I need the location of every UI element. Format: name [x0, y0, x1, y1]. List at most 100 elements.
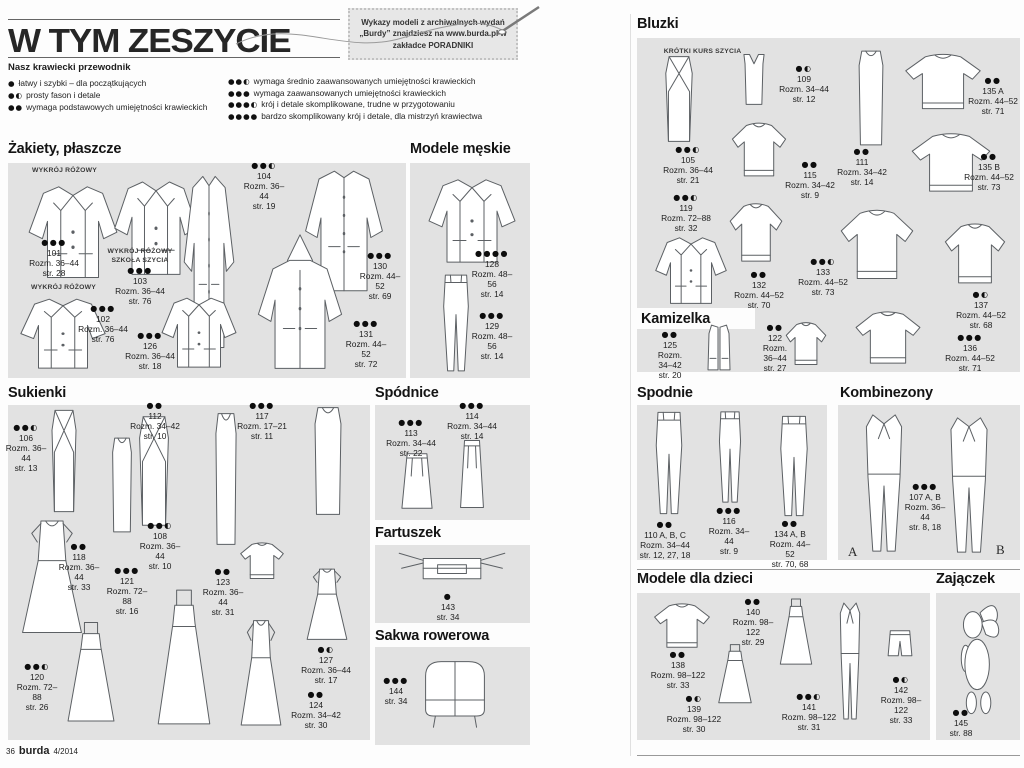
difficulty-dots: ●◐: [685, 694, 703, 703]
pattern-page: str. 30: [682, 723, 706, 734]
pattern-number: 112: [148, 410, 162, 421]
right-section-rule: [637, 569, 1020, 570]
legend-row: ●●●●bardzo skomplikowany krój i detale, …: [228, 111, 482, 121]
section-panel-spodnice: [375, 405, 530, 520]
difficulty-dots: ●●: [146, 401, 164, 410]
pattern-number: 126: [143, 340, 157, 351]
difficulty-dots: ●●◐: [673, 193, 699, 202]
pattern-size: Rozm. 98–122: [781, 711, 837, 722]
difficulty-dots: ●◐: [972, 290, 990, 299]
section-title-fartuszek: Fartuszek: [375, 525, 441, 541]
difficulty-dots: ●●●: [367, 251, 393, 260]
pattern-page: str. 31: [211, 606, 235, 617]
section-title-spodnice: Spódnice: [375, 385, 439, 401]
pattern-number: 138: [671, 659, 685, 670]
pattern-size: Rozm. 36–44: [301, 664, 351, 675]
section-title-kombinezony: Kombinezony: [840, 385, 933, 401]
pattern-page: str. 70: [747, 299, 771, 310]
pattern-page: str. 21: [676, 174, 700, 185]
difficulty-dots: ●●: [781, 519, 799, 528]
pattern-number: 116: [722, 515, 736, 526]
difficulty-dots: ●●●: [137, 331, 163, 340]
pattern-label: KRÓTKI KURS SZYCIA: [663, 48, 742, 55]
difficulty-dots: ●●●: [459, 401, 485, 410]
pattern-number: 142: [894, 684, 908, 695]
pattern-size: Rozm. 44–52: [964, 171, 1014, 182]
difficulty-dots: ●●: [307, 690, 325, 699]
pattern-size: Rozm. 34–42: [130, 420, 180, 431]
difficulty-dots: ●◐: [8, 91, 24, 100]
title-rule-bottom: [8, 57, 340, 58]
difficulty-dots: ●●: [952, 708, 970, 717]
pattern-size: Rozm. 44–52: [798, 276, 848, 287]
difficulty-dots: ●●◐: [796, 692, 822, 701]
section-title-meskie: Modele męskie: [410, 141, 511, 157]
section-title-kamizelka: Kamizelka: [641, 311, 711, 327]
pattern-size: Rozm. 34–44: [708, 525, 750, 546]
pattern-number: 111: [855, 156, 869, 167]
pattern-label: WYKRÓJ RÓŻOWY: [31, 284, 96, 291]
pattern-number: 143: [441, 601, 455, 612]
difficulty-dots: ●●●: [90, 304, 116, 313]
pattern-size: Rozm. 36–44: [202, 586, 244, 607]
difficulty-dots: ●●: [70, 542, 88, 551]
pattern-number: 122: [768, 332, 782, 343]
footer-page-number: 36: [6, 747, 15, 756]
pattern-number: 105: [681, 154, 695, 165]
pattern-page: str. 73: [977, 181, 1001, 192]
footer-issue: 4/2014: [53, 747, 78, 756]
pattern-number: 106: [19, 432, 33, 443]
pattern-number: 124: [309, 699, 323, 710]
difficulty-dots: ●●: [744, 597, 762, 606]
pattern-label: WYKRÓJ RÓŻOWY SZKOŁA SZYCIA: [107, 248, 173, 264]
legend-row: ●●wymaga podstawowych umiejętności krawi…: [8, 102, 207, 112]
pattern-size: Rozm. 36–44: [5, 442, 47, 463]
variant-letter: A: [848, 544, 858, 559]
legend-text: krój i detale skomplikowane, trudne w pr…: [261, 99, 455, 109]
pattern-page: str. 88: [949, 727, 973, 738]
section-title-sukienki: Sukienki: [8, 385, 67, 401]
difficulty-dots: ●●: [214, 567, 232, 576]
pattern-size: Rozm. 36–44: [904, 501, 946, 522]
pattern-page: str. 12: [792, 93, 816, 104]
legend-row: ●łatwy i szybki – dla początkujących: [8, 78, 146, 88]
section-title-bluzki: Bluzki: [637, 16, 679, 32]
pattern-size: Rozm. 36–44: [78, 323, 128, 334]
difficulty-dots: ●●●: [716, 506, 742, 515]
pattern-size: Rozm. 34–44: [386, 437, 436, 448]
difficulty-dots: ●●: [980, 152, 998, 161]
legend-text: wymaga podstawowych umiejętności krawiec…: [26, 102, 208, 112]
pattern-number: 101: [47, 247, 61, 258]
section-title-zakiety: Żakiety, płaszcze: [8, 141, 122, 157]
difficulty-dots: ●: [8, 79, 16, 88]
pattern-size: Rozm. 72–88: [661, 212, 711, 223]
pattern-page: str. 28: [42, 267, 66, 278]
pattern-page: str. 33: [666, 679, 690, 690]
pattern-number: 139: [687, 703, 701, 714]
pattern-label: WYKRÓJ RÓŻOWY: [32, 167, 97, 174]
pattern-size: Rozm. 48–56: [471, 268, 513, 289]
pattern-number: 135 B: [978, 161, 1000, 172]
pattern-size: Rozm. 36–44: [125, 350, 175, 361]
difficulty-dots: ●●●: [957, 333, 983, 342]
pattern-page: str. 71: [958, 362, 982, 373]
pattern-size: Rozm. 34–42: [785, 179, 835, 190]
pattern-page: str. 13: [14, 462, 38, 473]
legend-row: ●●●wymaga zaawansowanych umiejętności kr…: [228, 88, 446, 98]
pattern-number: 117: [255, 410, 269, 421]
pattern-page: str. 19: [252, 200, 276, 211]
title-rule-top: [8, 19, 340, 20]
pattern-size: Rozm. 36–44: [29, 257, 79, 268]
